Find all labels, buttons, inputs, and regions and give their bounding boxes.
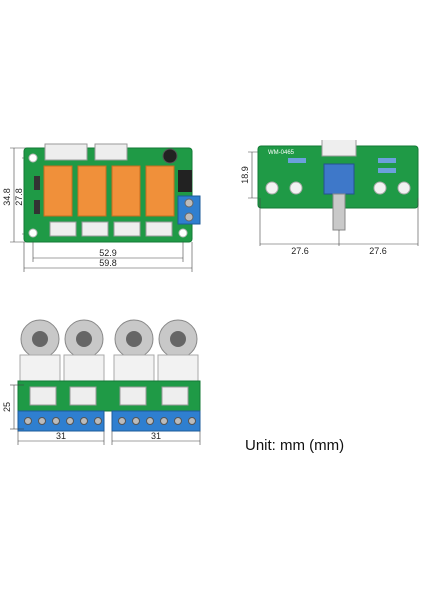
relays	[43, 165, 175, 217]
relay-hole-width-label: 52.9	[99, 248, 117, 258]
rca-body	[63, 354, 105, 384]
relay	[77, 165, 107, 217]
pot-right-width-label: 27.6	[369, 246, 387, 256]
relay-board-figure: 34.8 27.8 52.9 59.8	[2, 143, 201, 272]
pot-board-figure: 18.9 WM-0465 27.6 27.6	[240, 140, 419, 256]
rca-header-connector	[29, 386, 57, 406]
terminal-screws	[24, 417, 196, 425]
mounting-hole	[178, 228, 188, 238]
rca-board-figure: 25 31 31	[2, 319, 201, 445]
relay-top-connector	[44, 143, 88, 161]
led	[289, 181, 303, 195]
pot-left-width-label: 27.6	[291, 246, 309, 256]
pot-header-connector	[321, 140, 357, 157]
unit-label: Unit: mm (mm)	[245, 437, 345, 454]
relay-total-width-label: 59.8	[99, 258, 117, 268]
rca-header-connector	[161, 386, 189, 406]
rca-height-dimension	[10, 384, 24, 430]
pot-height-label: 18.9	[240, 166, 250, 184]
relay-bottom-connector	[113, 221, 141, 237]
rca-right-width-label: 31	[151, 431, 161, 441]
terminal-screw	[184, 212, 194, 222]
relay-top-connector	[94, 143, 128, 161]
rca-terminal-block	[111, 410, 201, 432]
rca-height-label: 25	[2, 402, 12, 412]
relay	[145, 165, 175, 217]
terminal-screw	[184, 198, 194, 208]
rca-width-dimension	[17, 431, 201, 445]
relay-terminal-block	[177, 195, 201, 225]
rca-jack-center	[32, 331, 48, 347]
rca-header-connector	[69, 386, 97, 406]
relay-bottom-connector	[81, 221, 109, 237]
pot-shaft	[332, 193, 346, 231]
resistor	[378, 158, 396, 163]
relay-bottom-connector	[145, 221, 173, 237]
resistor	[378, 168, 396, 173]
pot-width-dimension	[259, 198, 419, 246]
resistor	[288, 158, 306, 163]
relay-side-module	[178, 170, 192, 192]
mounting-hole	[28, 228, 38, 238]
diode	[34, 200, 40, 214]
rca-body	[157, 354, 199, 384]
relay-total-height-label: 34.8	[2, 188, 12, 206]
led	[373, 181, 387, 195]
capacitor	[162, 148, 178, 164]
relay-hole-height-label: 27.8	[14, 188, 24, 206]
potentiometer	[323, 163, 355, 195]
rca-jack-center	[76, 331, 92, 347]
relay	[43, 165, 73, 217]
rca-body	[113, 354, 155, 384]
diode	[34, 176, 40, 190]
led	[397, 181, 411, 195]
rca-jack-center	[170, 331, 186, 347]
rca-terminal-block	[17, 410, 105, 432]
rca-header-connector	[119, 386, 147, 406]
relay-bottom-connector	[49, 221, 77, 237]
rca-left-width-label: 31	[56, 431, 66, 441]
led	[265, 181, 279, 195]
rca-body	[19, 354, 61, 384]
mounting-hole	[28, 153, 38, 163]
relay	[111, 165, 141, 217]
rca-jack-center	[126, 331, 142, 347]
rca-jacks	[20, 319, 198, 359]
relay-width-dimension	[23, 242, 193, 272]
pot-board-label: WM-0465	[268, 150, 295, 156]
